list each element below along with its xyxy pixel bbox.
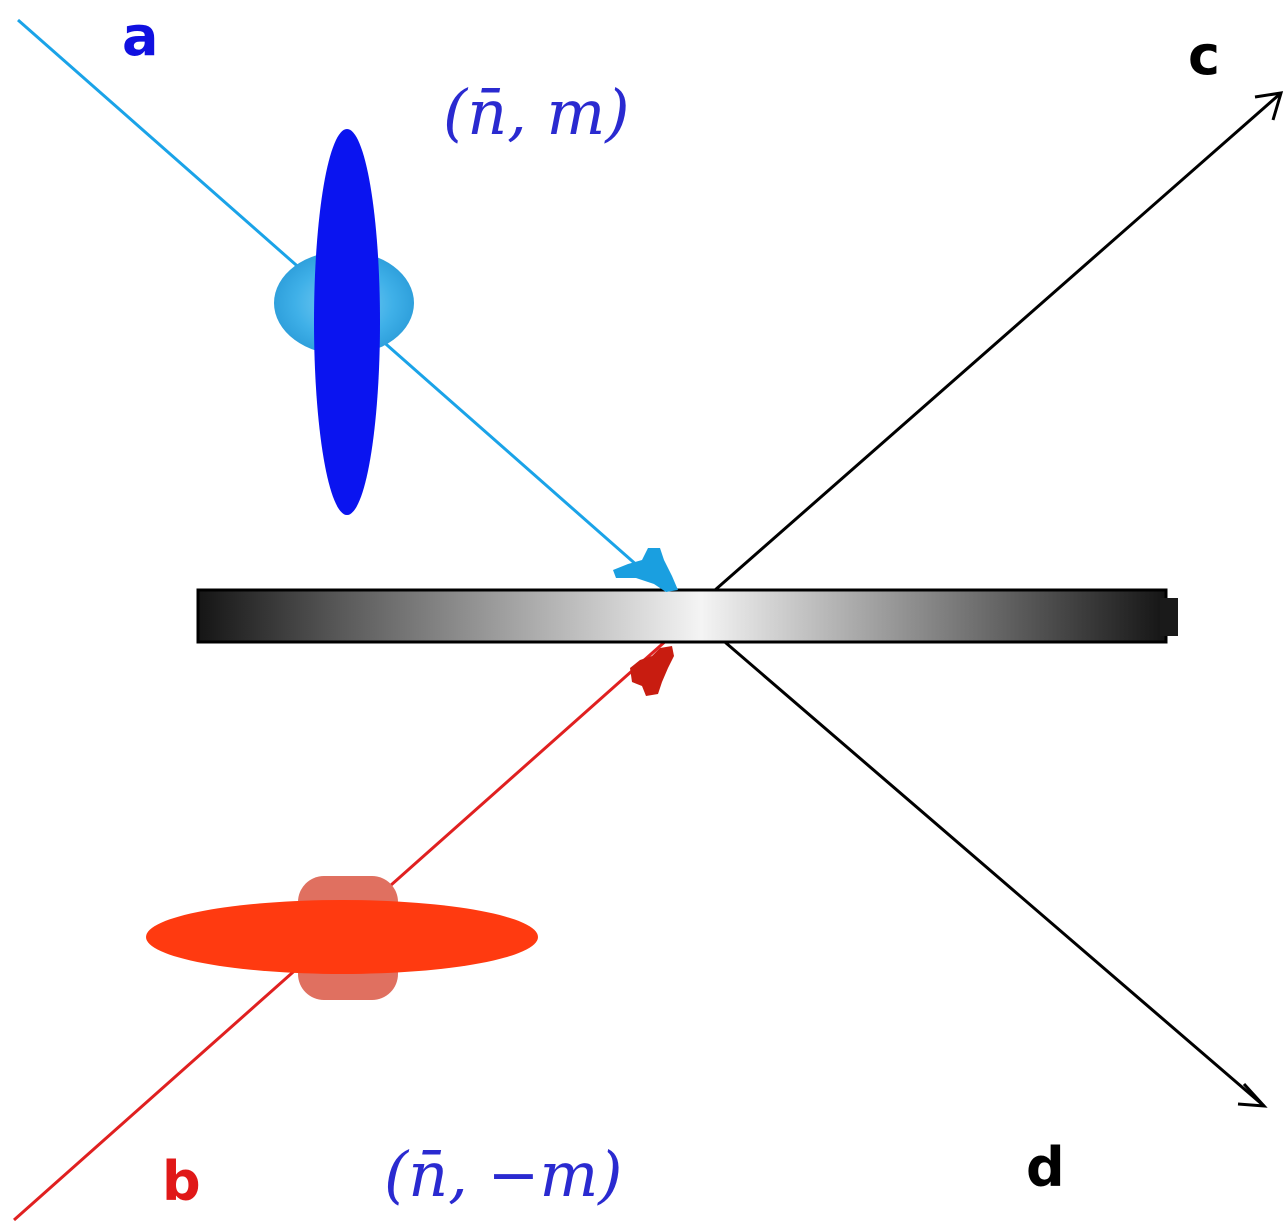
photon-packet-b bbox=[630, 646, 674, 696]
output-beam-d bbox=[689, 610, 1268, 1108]
port-label-b: b bbox=[162, 1150, 201, 1213]
port-label-c: c bbox=[1188, 24, 1220, 87]
wave-packet-a bbox=[274, 129, 414, 515]
photon-packet-a bbox=[613, 548, 678, 592]
state-label-lower: (n̄, −m) bbox=[384, 1138, 622, 1211]
state-label-upper: (n̄, m) bbox=[443, 76, 630, 149]
port-label-d: d bbox=[1026, 1136, 1065, 1199]
output-beam-c bbox=[689, 91, 1284, 614]
port-label-a: a bbox=[122, 5, 158, 68]
wave-packet-b bbox=[146, 876, 538, 1000]
beam-splitter-plate bbox=[196, 588, 1178, 644]
